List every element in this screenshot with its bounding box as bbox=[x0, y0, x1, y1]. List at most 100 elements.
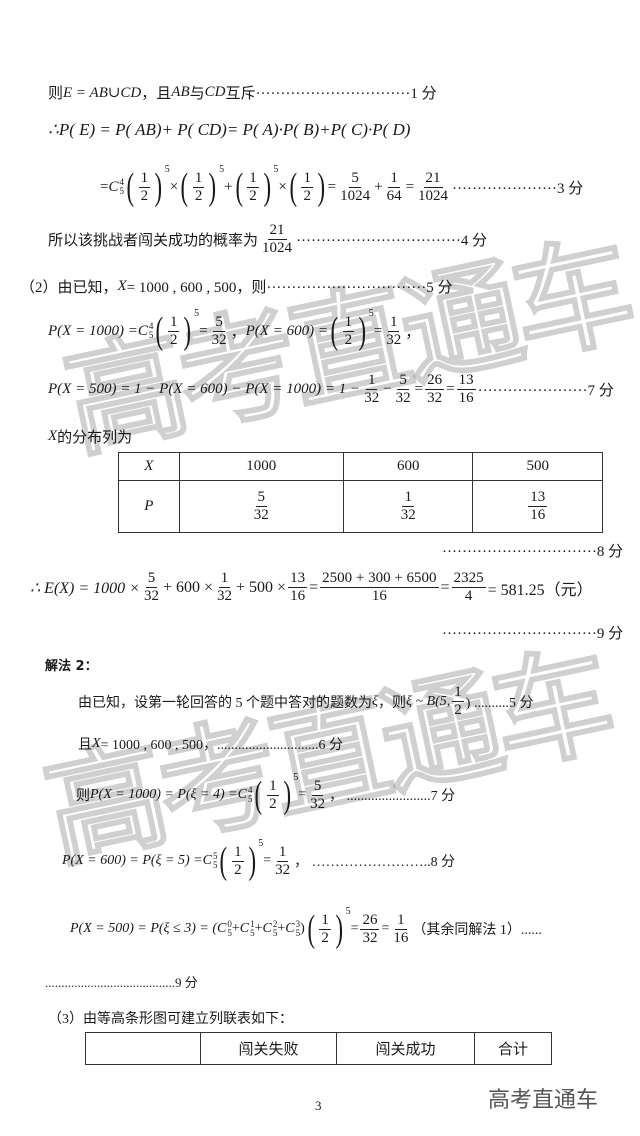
numerator: 21 bbox=[267, 222, 287, 240]
left-paren: ( bbox=[330, 310, 339, 352]
text-run: 的分布列为 bbox=[57, 430, 133, 446]
math-run: ξ ~ B(5, bbox=[406, 693, 451, 709]
sub-index: 5 bbox=[119, 186, 124, 196]
sup-index: 5 bbox=[212, 851, 218, 861]
text-run: = 1000 , 600 , 500，则····················… bbox=[126, 280, 453, 296]
math-run: X bbox=[92, 736, 101, 751]
line-12: 解法 2： bbox=[45, 655, 98, 674]
numerator: 13 bbox=[456, 372, 476, 390]
line-1: 则 E = AB∪CD，且 AB 与 CD 互斥················… bbox=[48, 82, 437, 103]
text-run: = 1000 , 600 , 500，.....................… bbox=[100, 738, 343, 753]
text-run: = 581.25（元） bbox=[487, 581, 593, 599]
sub-index: 5 bbox=[227, 928, 232, 938]
sup-index: 4 bbox=[119, 177, 124, 187]
text-run: 与 bbox=[189, 86, 205, 102]
left-paren: ( bbox=[254, 774, 263, 816]
numerator: 5 bbox=[349, 169, 361, 188]
page-number: 3 bbox=[315, 1098, 322, 1113]
sup-index: 4 bbox=[148, 321, 154, 331]
numerator: 5 bbox=[213, 313, 225, 332]
line-8: X 的分布列为 bbox=[48, 426, 132, 447]
denominator: 16 bbox=[458, 390, 474, 406]
C-symbol: C bbox=[217, 921, 227, 936]
math-run: X bbox=[48, 428, 58, 444]
denominator: 32 bbox=[143, 588, 159, 604]
left-paren: ( bbox=[126, 166, 135, 208]
numerator: 1 bbox=[387, 313, 400, 332]
numerator: 26 bbox=[360, 911, 380, 930]
numerator: 1 bbox=[276, 843, 289, 862]
C-symbol: C bbox=[239, 921, 250, 936]
line-11: ·······························9 分 bbox=[442, 622, 623, 643]
exponent: 5 bbox=[293, 772, 299, 783]
table-cell bbox=[85, 1032, 201, 1065]
line-19: （3）由等高条形图可建立列联表如下： bbox=[48, 1008, 293, 1028]
math-run: X bbox=[117, 278, 127, 294]
text-run: + bbox=[277, 921, 286, 936]
math-run: P(X = 500) = 1 − P(X = 600) − P(X = 1000… bbox=[48, 381, 361, 397]
text-run: ， bbox=[230, 324, 246, 341]
text-run: = bbox=[100, 178, 109, 195]
text-run: 由已知，设第一轮回答的 5 个题中答对的题数为 bbox=[78, 695, 372, 711]
sub-index: 5 bbox=[247, 794, 253, 804]
denominator: 32 bbox=[395, 390, 411, 406]
exponent: 5 bbox=[273, 164, 279, 175]
line-9: ·······························8 分 bbox=[442, 540, 623, 561]
sub-index: 5 bbox=[250, 928, 255, 938]
right-paren: ) bbox=[335, 908, 344, 950]
exponent: 5 bbox=[194, 308, 200, 319]
denominator: 1024 bbox=[418, 187, 449, 204]
denominator: 2 bbox=[234, 861, 242, 878]
text-run: = bbox=[309, 578, 319, 596]
numerator: 1 bbox=[395, 911, 407, 930]
table-cell: 1000 bbox=[178, 452, 344, 481]
text-run: 且 bbox=[78, 738, 92, 753]
text-run: ······················7 分 bbox=[477, 383, 614, 399]
right-paren: ) bbox=[184, 310, 192, 352]
right-paren: ) bbox=[154, 166, 163, 208]
table-cell: 闯关失败 bbox=[200, 1032, 337, 1065]
denominator: 2 bbox=[454, 702, 462, 718]
numerator: 1 bbox=[388, 169, 400, 188]
left-paren: ( bbox=[155, 310, 164, 352]
denominator: 2 bbox=[249, 187, 257, 204]
right-paren: ) bbox=[283, 774, 291, 816]
text-run: = bbox=[446, 381, 455, 397]
numerator: 1 bbox=[452, 684, 464, 702]
exponent: 5 bbox=[345, 906, 351, 917]
math-run: E = AB∪CD bbox=[63, 85, 142, 101]
numerator: 5 bbox=[397, 372, 409, 390]
text-run: ·······························8 分 bbox=[442, 544, 624, 560]
denominator: 2 bbox=[269, 795, 277, 812]
denominator: 2 bbox=[140, 187, 149, 204]
numerator: 5 bbox=[311, 777, 324, 796]
denominator: 32 bbox=[362, 929, 378, 946]
